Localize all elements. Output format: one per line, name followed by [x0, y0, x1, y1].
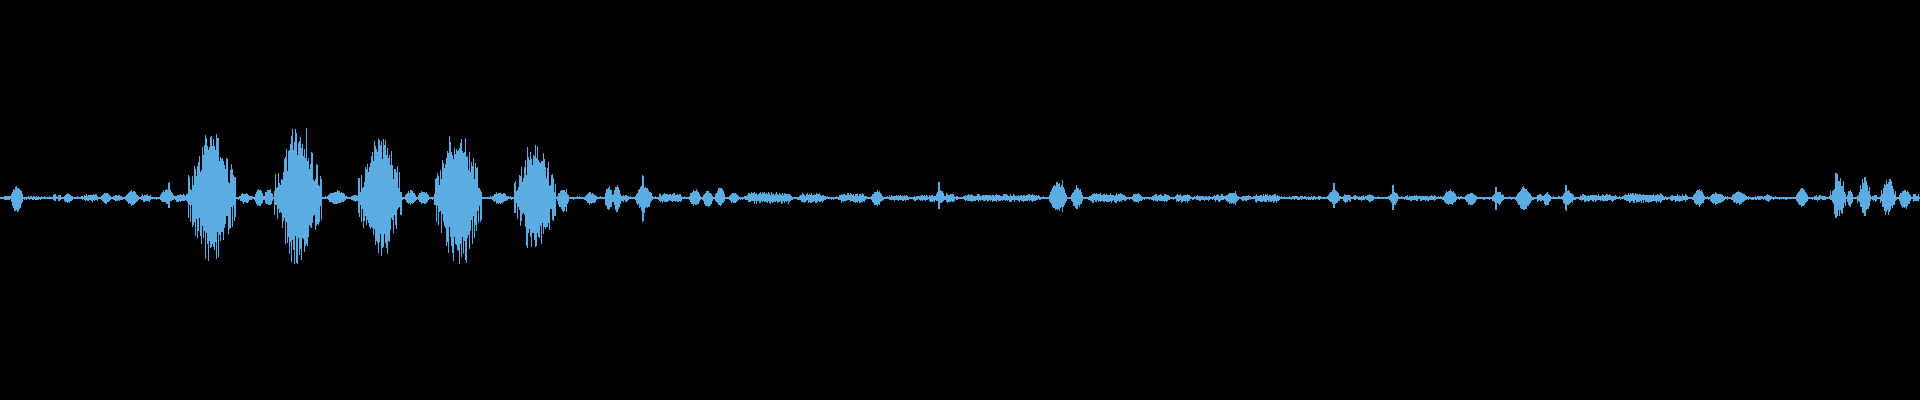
waveform-envelope-path — [0, 128, 1920, 264]
